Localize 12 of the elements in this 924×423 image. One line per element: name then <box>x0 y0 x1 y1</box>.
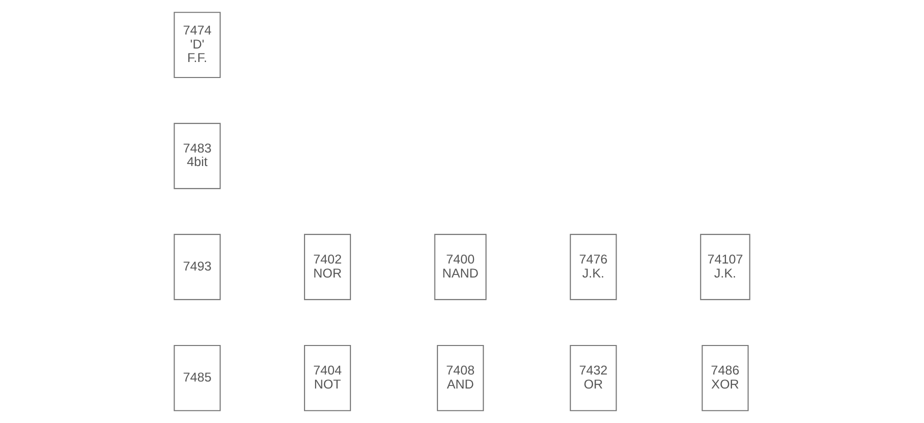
node-box: 7485 <box>174 344 221 412</box>
node-box: 7404 NOT <box>304 344 351 412</box>
node-box: 7476 J.K. <box>570 234 617 300</box>
node-box: 7408 AND <box>436 344 484 412</box>
node-box: 7486 XOR <box>702 344 749 412</box>
node-box: 7432 OR <box>570 344 617 412</box>
node-box: 7402 NOR <box>304 234 351 300</box>
node-box: 7493 <box>174 234 221 300</box>
node-box: 74107 J.K. <box>700 234 750 300</box>
node-box: 7474 'D' F.F. <box>174 12 221 78</box>
node-box: 7400 NAND <box>434 234 487 300</box>
node-box: 7483 4bit <box>174 122 221 190</box>
